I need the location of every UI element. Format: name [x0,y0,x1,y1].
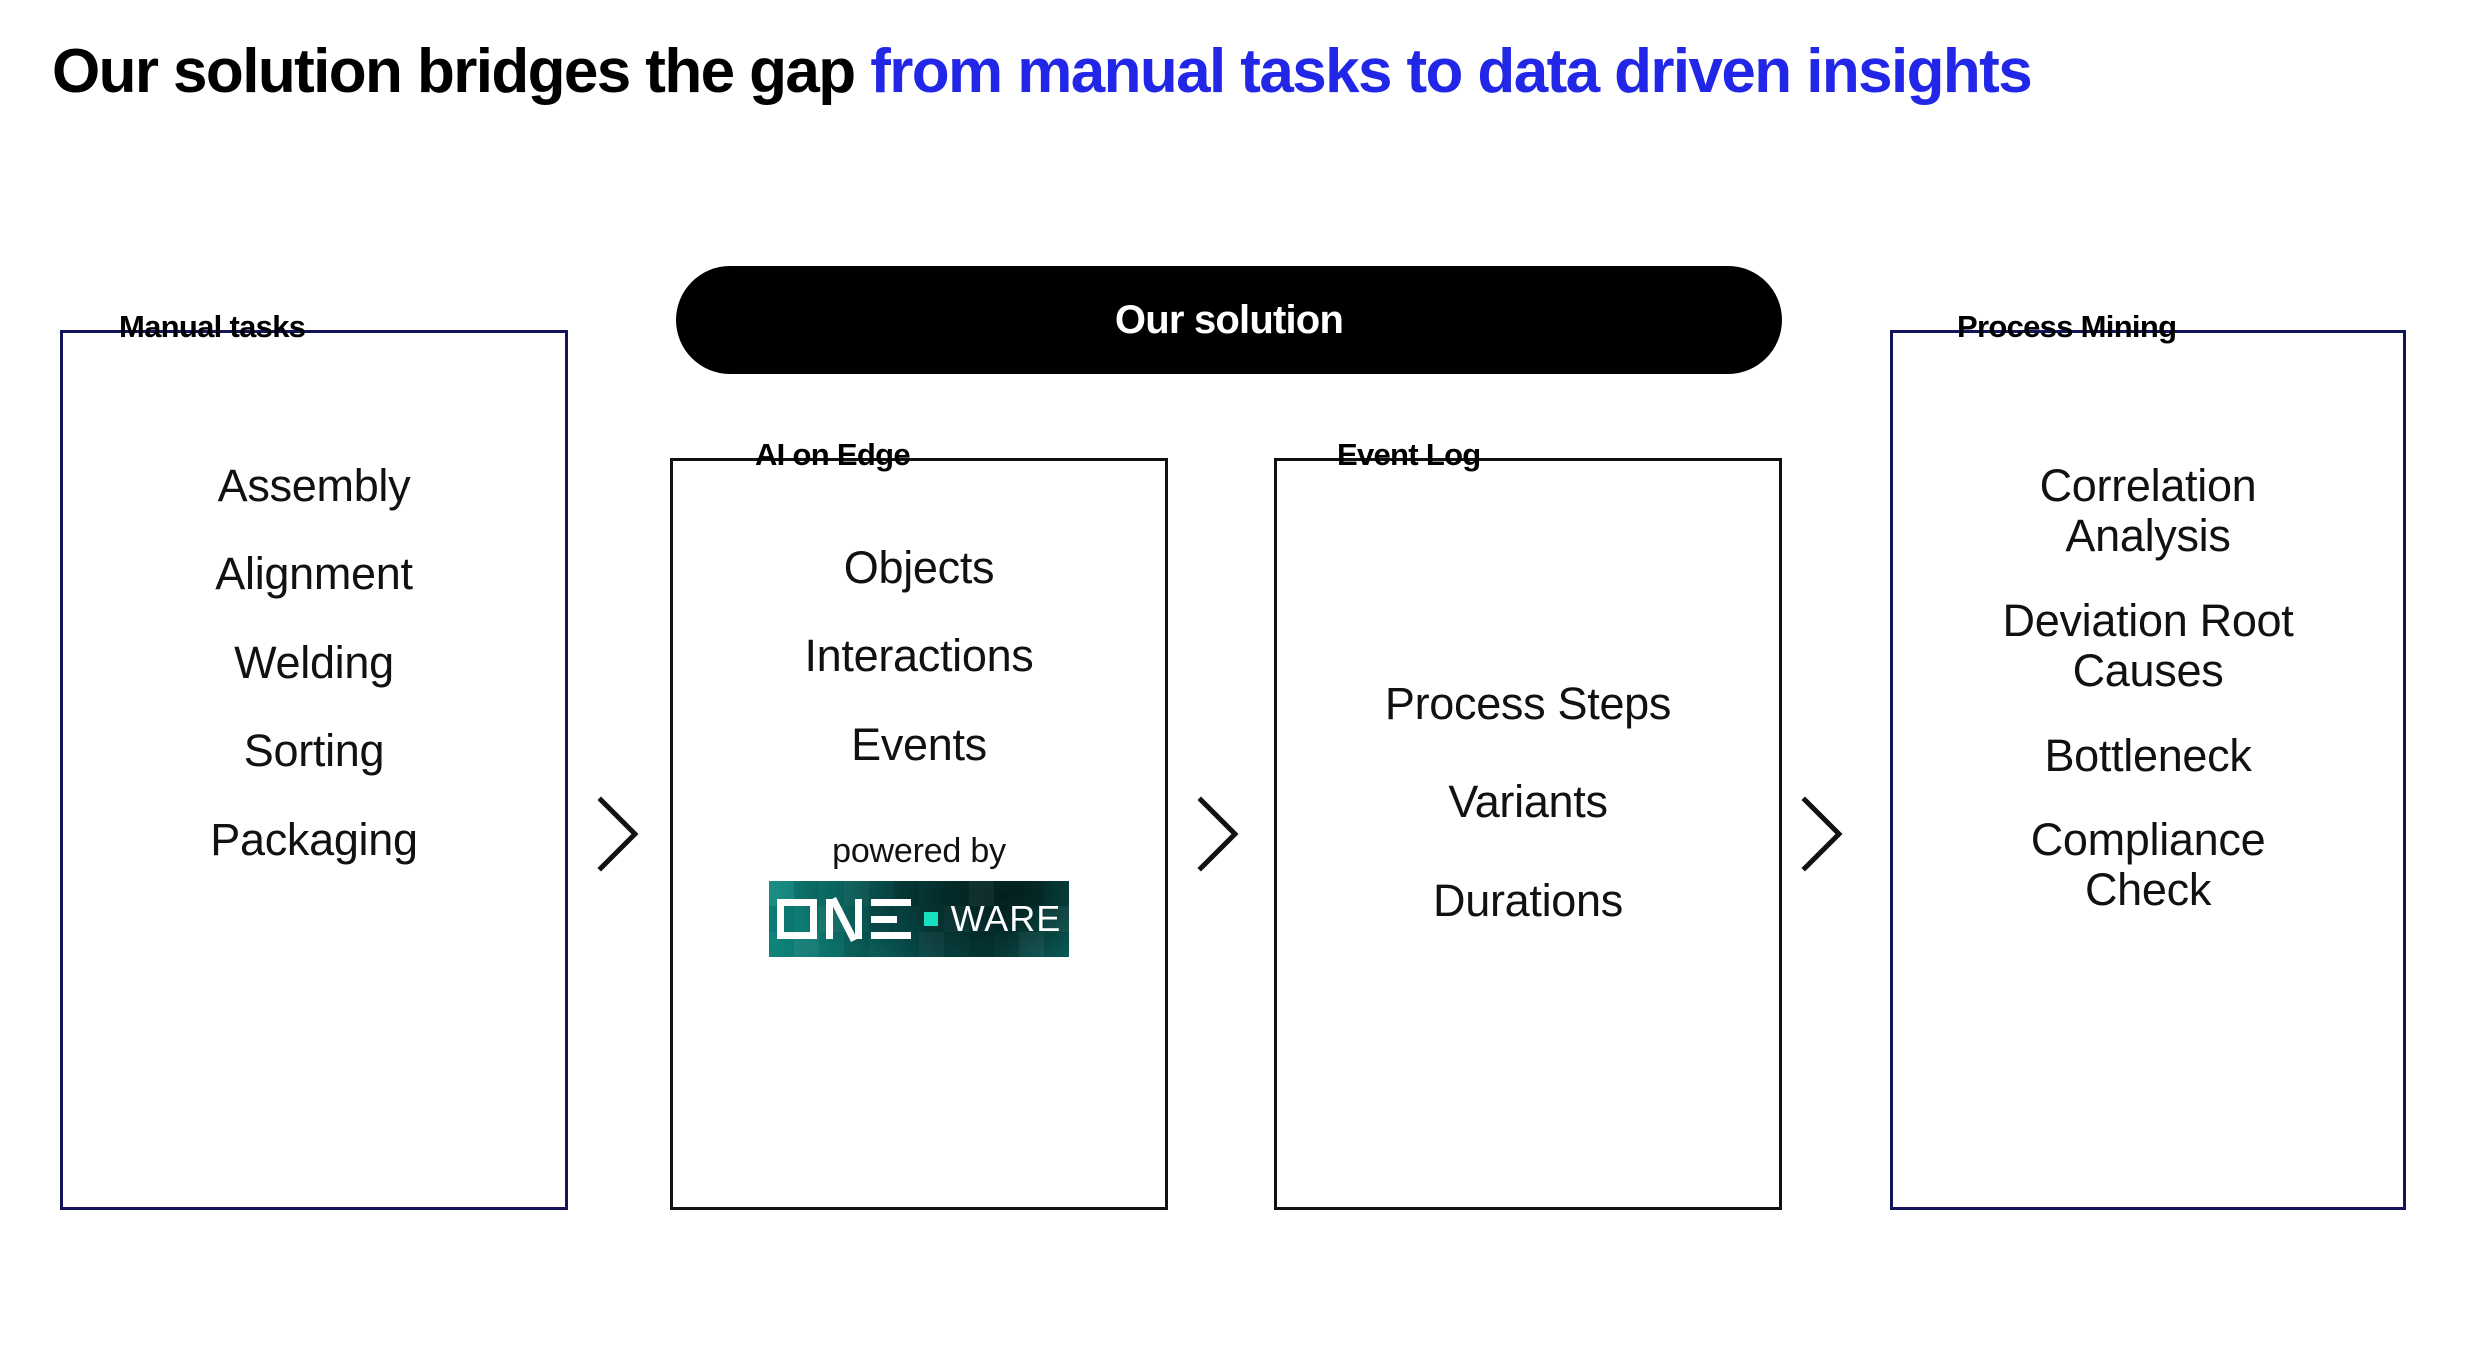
our-solution-banner: Our solution [676,266,1782,374]
logo-dot-icon [923,912,938,927]
list-item: Process Steps [1384,678,1672,729]
list-item: Compliance Check [2030,813,2266,916]
panel-body-process-mining: Correlation Analysis Deviation Root Caus… [1893,460,2403,916]
panel-body-manual-tasks: Assembly Alignment Welding Sorting Packa… [63,460,565,865]
panel-top-rule-right [262,330,568,333]
panel-label-event-log: Event Log [1337,437,1481,472]
panel-process-mining: Process Mining Correlation Analysis Devi… [1890,311,2406,1210]
logo-gradient [769,881,1069,958]
page-title: Our solution bridges the gap from manual… [52,36,2033,107]
panel-label-process-mining: Process Mining [1957,309,2177,344]
list-item: Objects [843,542,995,593]
list-item: Events [851,718,987,770]
chevron-right-icon [1196,796,1240,872]
list-item: Packaging [210,813,418,865]
logo-text-ware: WARE [950,898,1062,940]
one-ware-logo: WARE [769,881,1069,958]
page-title-lead: Our solution bridges the gap [52,37,871,106]
list-item: Correlation Analysis [2039,460,2257,562]
panel-top-rule-left [60,330,112,333]
panel-top-rule-left [1890,330,1926,333]
powered-by-block: powered by [769,832,1069,958]
logo-glyph-o [776,899,817,940]
list-item: Welding [234,636,394,688]
list-item: Assembly [217,460,411,511]
list-item: Durations [1433,874,1623,926]
list-item: Bottleneck [2044,729,2252,781]
chevron-right-icon [1800,796,1844,872]
panel-body-ai-on-edge: Objects Interactions Events powered by [673,542,1165,958]
powered-by-label: powered by [832,832,1006,871]
panel-event-log: Event Log Process Steps Variants Duratio… [1274,439,1782,1210]
panel-manual-tasks: Manual tasks Assembly Alignment Welding … [60,311,568,1210]
panel-top-rule-left [1274,458,1306,461]
list-item: Deviation Root Causes [2002,594,2294,697]
panel-label-ai-on-edge: AI on Edge [755,437,911,472]
our-solution-label: Our solution [1114,297,1344,342]
panel-top-rule-right [2228,330,2406,333]
logo-glyph-e [870,899,911,940]
list-item: Alignment [215,548,413,600]
list-item: Interactions [804,630,1034,682]
chevron-right-icon [596,796,640,872]
panel-top-rule-left [670,458,708,461]
logo-wordmark: WARE [769,881,1069,957]
panel-body-event-log: Process Steps Variants Durations [1277,678,1779,926]
list-item: Sorting [243,725,385,777]
panel-top-rule-right [878,458,1168,461]
page-title-accent: from manual tasks to data driven insight… [870,37,2033,106]
panel-label-manual-tasks: Manual tasks [119,309,306,344]
panel-top-rule-right [1514,458,1782,461]
logo-glyph-n [825,897,862,943]
list-item: Variants [1448,776,1608,828]
panel-ai-on-edge: AI on Edge Objects Interactions Events p… [670,439,1168,1210]
